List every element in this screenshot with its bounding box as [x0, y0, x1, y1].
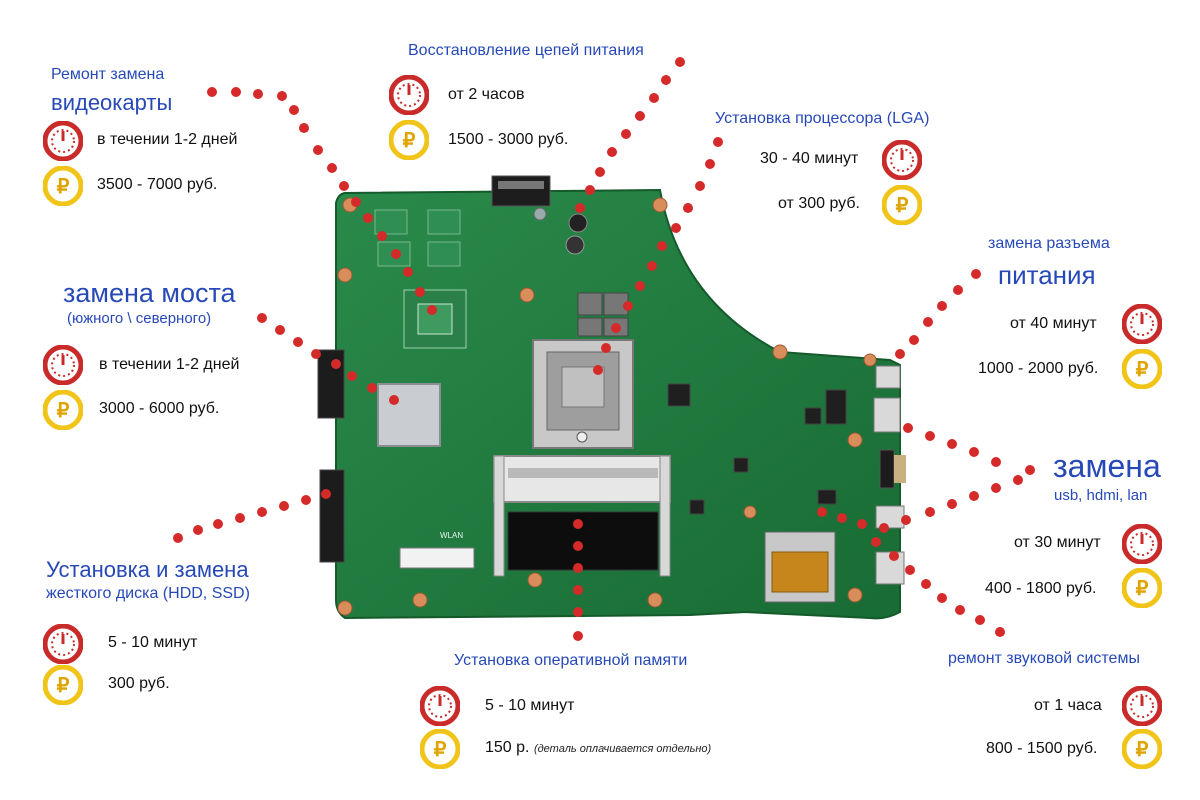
clock-icon	[388, 74, 430, 116]
ram-price-row: 150 р. (деталь оплачивается отдельно)	[485, 739, 711, 757]
gpu-title-line2: видеокарты	[51, 90, 173, 115]
clock-icon	[42, 120, 84, 162]
power-jack-time: от 40 минут	[1010, 315, 1097, 332]
clock-icon	[1121, 685, 1163, 727]
ports-price: 400 - 1800 руб.	[985, 580, 1097, 597]
ruble-coin-icon: ₽	[42, 389, 84, 431]
clock-icon	[881, 139, 923, 181]
power-circuits-price: 1500 - 3000 руб.	[448, 131, 569, 148]
svg-text:₽: ₽	[434, 739, 447, 761]
hdd-time: 5 - 10 минут	[108, 634, 198, 651]
ruble-coin-icon: ₽	[388, 119, 430, 161]
audio-title: ремонт звуковой системы	[948, 650, 1140, 667]
ruble-coin-icon: ₽	[419, 728, 461, 770]
audio-price: 800 - 1500 руб.	[986, 740, 1098, 757]
power-jack-price: 1000 - 2000 руб.	[978, 360, 1099, 377]
hdd-title-line2: жесткого диска (HDD, SSD)	[46, 585, 250, 602]
hdd-title-line1: Установка и замена	[46, 557, 249, 582]
ram-title: Установка оперативной памяти	[454, 652, 688, 669]
gpu-price: 3500 - 7000 руб.	[97, 176, 218, 193]
clock-icon	[419, 685, 461, 727]
power-jack-title-line2: питания	[998, 260, 1096, 290]
ram-price-note: (деталь оплачивается отдельно)	[533, 743, 712, 755]
svg-text:₽: ₽	[1136, 359, 1149, 381]
clock-icon	[42, 623, 84, 665]
leader-dots	[173, 57, 1035, 641]
svg-text:₽: ₽	[57, 176, 70, 198]
power-jack-title-line1: замена разъема	[988, 235, 1110, 252]
clock-icon	[42, 344, 84, 386]
hdd-price: 300 руб.	[108, 675, 170, 692]
cpu-time: 30 - 40 минут	[760, 150, 859, 167]
wlan-silk-label: WLAN	[440, 531, 463, 540]
power-circuits-time: от 2 часов	[448, 86, 525, 103]
svg-text:₽: ₽	[403, 130, 416, 152]
ram-time: 5 - 10 минут	[485, 697, 575, 714]
cpu-price: от 300 руб.	[778, 195, 860, 212]
bridge-title-line1: замена моста	[63, 278, 236, 308]
svg-text:₽: ₽	[1136, 739, 1149, 761]
ruble-coin-icon: ₽	[42, 664, 84, 706]
ruble-coin-icon: ₽	[42, 165, 84, 207]
svg-text:₽: ₽	[57, 400, 70, 422]
ruble-coin-icon: ₽	[1121, 728, 1163, 770]
bridge-time: в течении 1-2 дней	[99, 356, 240, 373]
bridge-title-line2: (южного \ северного)	[67, 310, 212, 327]
cpu-title: Установка процессора (LGA)	[715, 110, 930, 127]
svg-text:₽: ₽	[896, 195, 909, 217]
gpu-title-line1: Ремонт замена	[51, 66, 165, 83]
svg-text:₽: ₽	[57, 675, 70, 697]
clock-icon	[1121, 303, 1163, 345]
ram-price: 150 р.	[485, 739, 530, 756]
ports-title-line2: usb, hdmi, lan	[1054, 487, 1148, 504]
ruble-coin-icon: ₽	[1121, 348, 1163, 390]
svg-text:₽: ₽	[1136, 578, 1149, 600]
gpu-time: в течении 1-2 дней	[97, 131, 238, 148]
ruble-coin-icon: ₽	[881, 184, 923, 226]
audio-time: от 1 часа	[1034, 697, 1102, 714]
clock-icon	[1121, 523, 1163, 565]
power-circuits-title: Восстановление цепей питания	[408, 42, 644, 59]
ports-time: от 30 минут	[1014, 534, 1101, 551]
bridge-price: 3000 - 6000 руб.	[99, 400, 220, 417]
ruble-coin-icon: ₽	[1121, 567, 1163, 609]
ports-title-line1: замена	[1053, 448, 1161, 484]
